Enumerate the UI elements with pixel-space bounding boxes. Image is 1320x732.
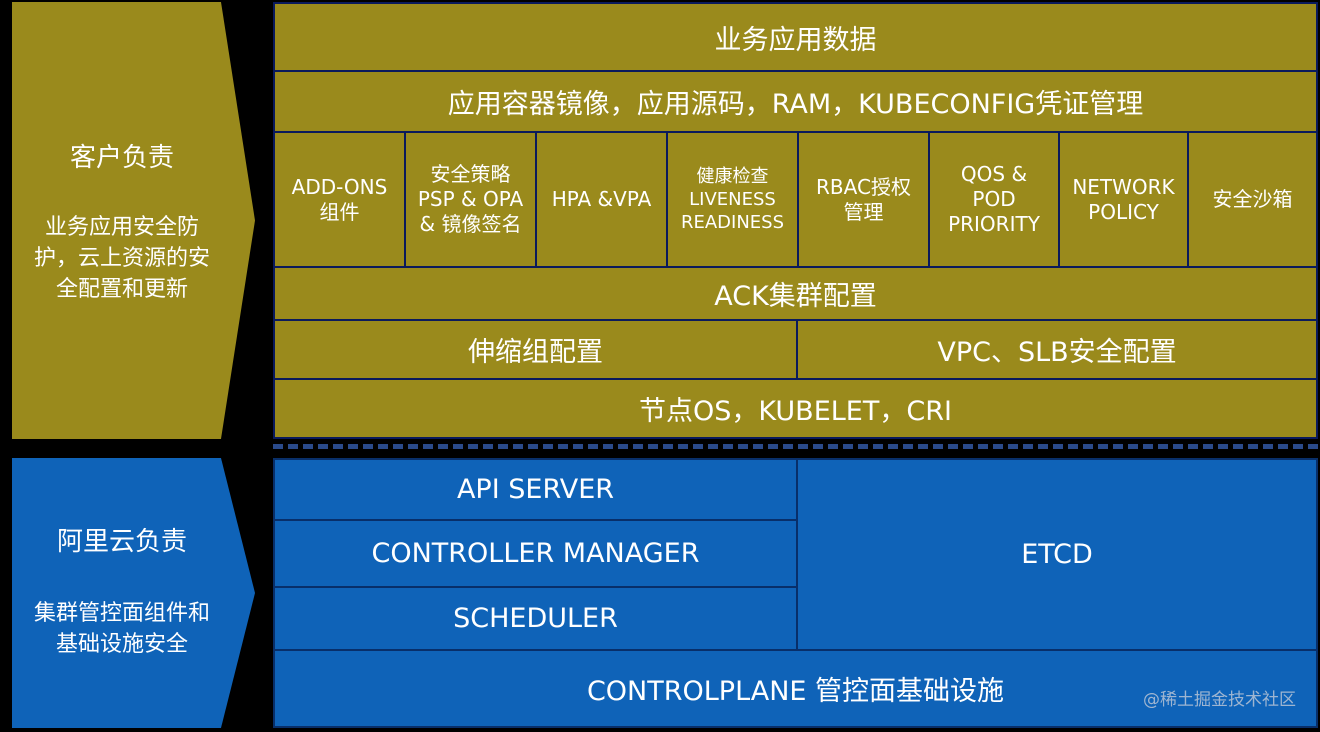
component-network-policy: NETWORK POLICY [1058,131,1189,268]
controlplane-infrastructure-block: CONTROLPLANE 管控面基础设施 [273,649,1318,728]
scaling-group-config: 伸缩组配置 [273,319,798,380]
etcd-block: ETCD [796,458,1318,651]
image-code-credential-layer: 应用容器镜像，应用源码，RAM，KUBECONFIG凭证管理 [273,70,1318,133]
component-hpa-vpa: HPA &VPA [535,131,668,268]
watermark: @稀土掘金技术社区 [1143,690,1296,710]
customer-responsibility-arrow: 客户负责 业务应用安全防 护，云上资源的安 全配置和更新 [12,2,255,439]
customer-responsibility-description: 业务应用安全防 护，云上资源的安 全配置和更新 [33,215,210,302]
ack-cluster-config-layer: ACK集群配置 [273,266,1318,321]
vpc-slb-security-config: VPC、SLB安全配置 [796,319,1318,380]
aliyun-responsibility-title: 阿里云负责 [56,527,187,557]
scheduler-block: SCHEDULER [273,586,798,651]
aliyun-responsibility-arrow: 阿里云负责 集群管控面组件和 基础设施安全 [12,458,255,728]
component-security-sandbox: 安全沙箱 [1187,131,1318,268]
component-security-policy: 安全策略 PSP & OPA & 镜像签名 [404,131,537,268]
business-data-layer: 业务应用数据 [273,2,1318,72]
customer-responsibility-title: 客户负责 [69,143,174,173]
responsibility-divider [273,444,1318,449]
aliyun-responsibility-description: 集群管控面组件和 基础设施安全 [33,601,210,657]
controller-manager-block: CONTROLLER MANAGER [273,519,798,588]
component-qos-priority: QOS & POD PRIORITY [928,131,1060,268]
api-server-block: API SERVER [273,458,798,521]
node-os-layer: 节点OS，KUBELET，CRI [273,378,1318,439]
component-health-check: 健康检查 LIVENESS READINESS [666,131,799,268]
component-addons: ADD-ONS 组件 [273,131,406,268]
component-rbac: RBAC授权 管理 [797,131,930,268]
